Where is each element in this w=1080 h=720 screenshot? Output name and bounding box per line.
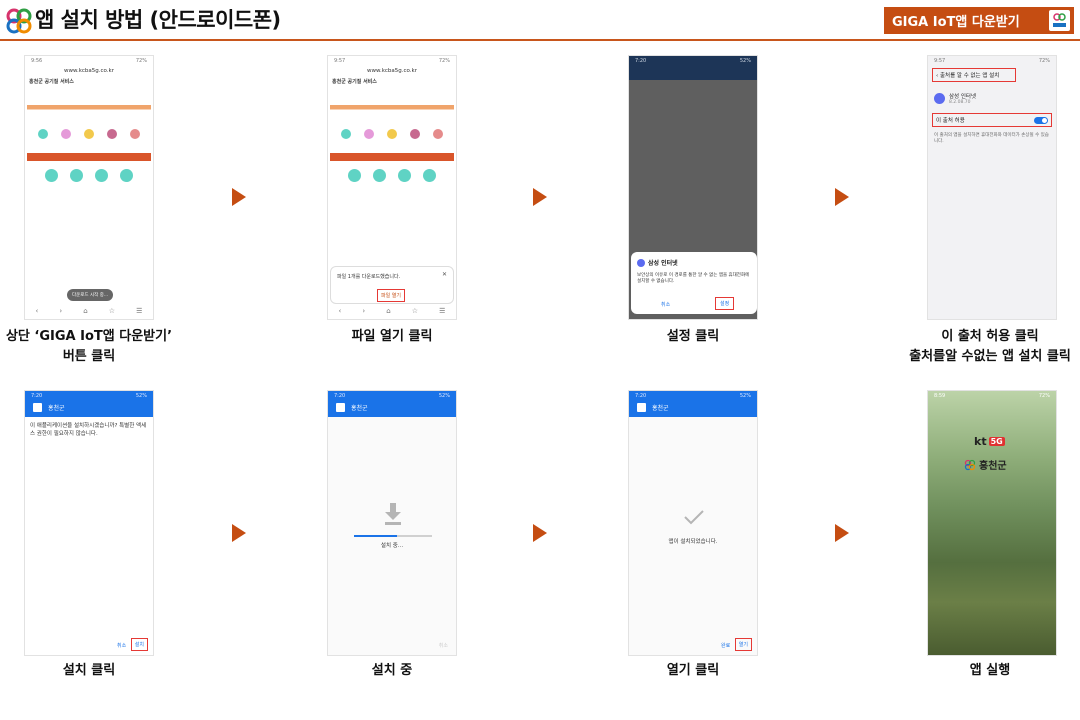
site-title: 홍천군 공기질 서비스 bbox=[332, 79, 377, 85]
samsung-internet-icon bbox=[637, 258, 645, 267]
hongcheon-splash-logo: 홍천군 bbox=[964, 457, 1007, 472]
step-7-caption: 열기 클릭 bbox=[666, 663, 720, 678]
download-arrow-icon bbox=[385, 503, 401, 525]
open-file-button[interactable]: 파일 열기 bbox=[377, 289, 405, 302]
installing-text: 설치 중... bbox=[380, 543, 404, 549]
page-header: 앱 설치 방법 (안드로이드폰) GIGA IoT앱 다운받기 bbox=[0, 0, 1080, 41]
app-icon bbox=[336, 403, 345, 412]
step-3-caption: 설정 클릭 bbox=[666, 329, 720, 344]
open-app-button[interactable]: 열기 bbox=[734, 638, 752, 651]
site-title: 홍천군 공기질 서비스 bbox=[29, 79, 74, 85]
app-version: 8.2.08.70 bbox=[949, 100, 971, 105]
allow-source-description: 이 출처의 앱을 설치하면 휴대전화와 데이터가 손상될 수 있습니다. bbox=[934, 133, 1049, 145]
settings-back-header[interactable]: ‹ 출처를 알 수 없는 앱 설치 bbox=[932, 68, 1016, 82]
step-6-caption: 설치 중 bbox=[371, 663, 413, 678]
page-title: 앱 설치 방법 (안드로이드폰) bbox=[35, 8, 281, 32]
installer-app-title: 홍천군 bbox=[351, 405, 368, 412]
install-progress-fill bbox=[354, 535, 397, 537]
site-section-bar bbox=[330, 153, 454, 161]
dialog-settings-button[interactable]: 설정 bbox=[715, 297, 735, 310]
download-toast: 다운로드 시작 중... bbox=[67, 289, 114, 301]
site-section-bar bbox=[27, 153, 151, 161]
app-name: 삼성 인터넷 bbox=[949, 94, 977, 100]
next-arrow-icon bbox=[835, 188, 849, 206]
browser-url: www.kcba5g.co.kr bbox=[63, 68, 115, 74]
samsung-internet-icon bbox=[934, 93, 945, 104]
hongcheon-logo-icon bbox=[6, 8, 32, 34]
kt-5g-logo: kt 5G bbox=[974, 435, 1005, 448]
allow-source-toggle[interactable] bbox=[1034, 116, 1048, 124]
browser-nav-bar: ‹›⌂☆☰ bbox=[25, 307, 153, 319]
allow-source-row[interactable]: 이 출처 허용 bbox=[932, 113, 1052, 127]
air-quality-icons bbox=[25, 129, 153, 139]
site-table bbox=[27, 93, 151, 123]
installing-cancel-button: 취소 bbox=[438, 643, 448, 649]
browser-nav-bar: ‹›⌂☆☰ bbox=[328, 307, 456, 319]
dialog-cancel-button[interactable]: 취소 bbox=[661, 302, 671, 308]
app-icon bbox=[33, 403, 42, 412]
next-arrow-icon bbox=[835, 524, 849, 542]
installer-app-title: 홍천군 bbox=[652, 405, 669, 412]
step-2-caption: 파일 열기 클릭 bbox=[351, 329, 433, 344]
install-progress-track bbox=[354, 535, 432, 537]
next-arrow-icon bbox=[232, 188, 246, 206]
next-arrow-icon bbox=[533, 188, 547, 206]
close-icon[interactable]: ✕ bbox=[441, 271, 447, 278]
download-sheet-text: 파일 1개를 다운로드했습니다. bbox=[337, 274, 401, 280]
checkmark-icon bbox=[684, 510, 704, 525]
dialog-header: 삼성 인터넷 bbox=[637, 258, 751, 267]
air-quality-icons bbox=[328, 129, 456, 139]
site-table bbox=[330, 93, 454, 123]
installed-text: 앱이 설치되었습니다. bbox=[668, 539, 718, 545]
install-cancel-button[interactable]: 취소 bbox=[117, 643, 127, 649]
next-arrow-icon bbox=[533, 524, 547, 542]
install-prompt: 이 애플리케이션을 설치하시겠습니까? 특별한 액세스 권한이 필요하지 않습니… bbox=[30, 423, 147, 437]
hongcheon-emblem-icon bbox=[1049, 10, 1070, 31]
installer-app-title: 홍천군 bbox=[48, 405, 65, 412]
forecast-icons bbox=[25, 161, 153, 182]
step-8-caption: 앱 실행 bbox=[969, 663, 1011, 678]
hongcheon-logo-icon bbox=[964, 459, 976, 470]
dialog-body: 보안상의 이유로 이 경로를 통한 알 수 없는 앱을 휴대전화에 설치할 수 … bbox=[637, 273, 750, 285]
install-blocked-dialog: 삼성 인터넷 보안상의 이유로 이 경로를 통한 알 수 없는 앱을 휴대전화에… bbox=[631, 252, 757, 314]
app-icon bbox=[637, 403, 646, 412]
app-info: 삼성 인터넷 8.2.08.70 bbox=[928, 84, 1056, 113]
download-button-label: GIGA IoT앱 다운받기 bbox=[892, 15, 1020, 30]
install-button[interactable]: 설치 bbox=[130, 638, 148, 651]
done-button[interactable]: 완료 bbox=[721, 643, 731, 649]
forecast-icons bbox=[328, 161, 456, 182]
step-1-caption: 상단 ‘GIGA IoT앱 다운받기’버튼 클릭 bbox=[5, 329, 173, 364]
step-5-caption: 설치 클릭 bbox=[62, 663, 116, 678]
next-arrow-icon bbox=[232, 524, 246, 542]
download-sheet: 파일 1개를 다운로드했습니다. ✕ 파일 열기 bbox=[330, 266, 454, 304]
browser-url: www.kcba5g.co.kr bbox=[366, 68, 418, 74]
giga-iot-download-button[interactable]: GIGA IoT앱 다운받기 bbox=[884, 7, 1074, 34]
